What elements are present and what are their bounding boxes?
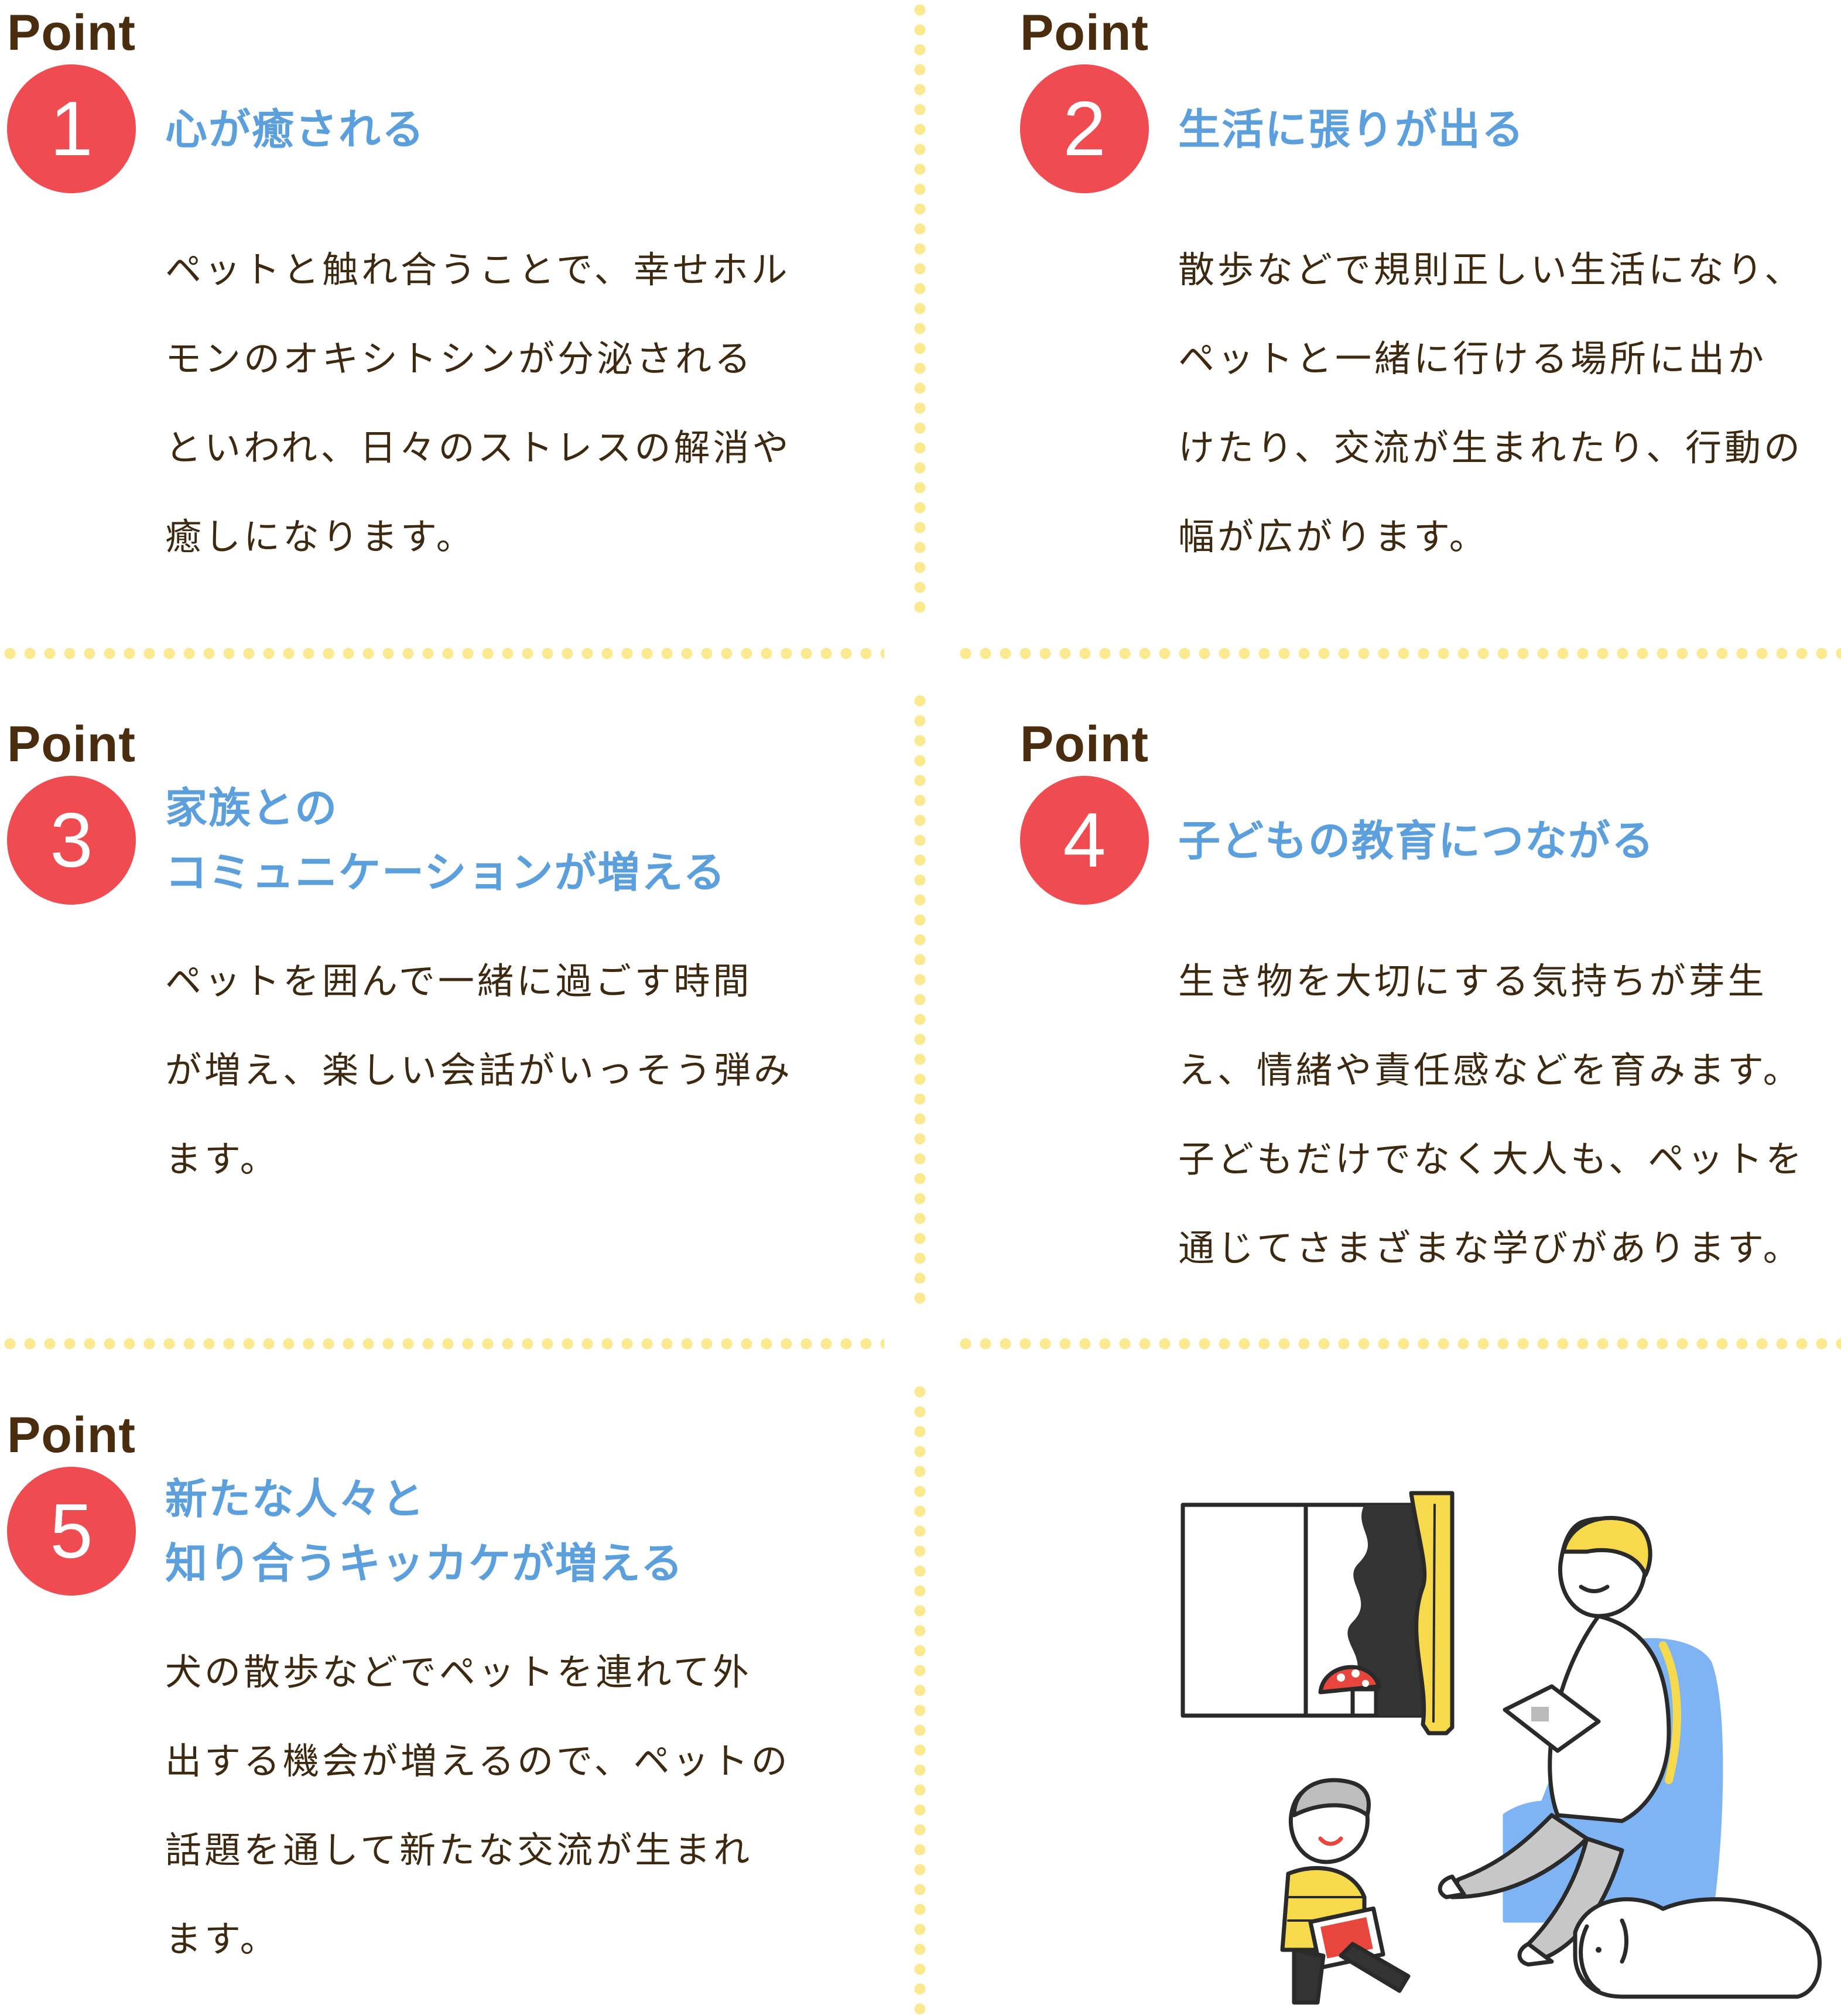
horizontal-divider-right-1 <box>956 647 1841 660</box>
point-title-line: 心が癒される <box>165 105 426 154</box>
point-label: Point <box>1020 5 1149 61</box>
point-title-line: 新たな人々と <box>165 1474 426 1524</box>
point-title-line: 生活に張りが出る <box>1178 105 1525 154</box>
point-body-line: ます。 <box>165 1918 279 1960</box>
adult-figure-icon <box>1438 1515 1681 1967</box>
point-body-line: といわれ、日々のストレスの解消や <box>165 426 792 469</box>
point-body: 犬の散歩などでペットを連れて外 出する機会が増えるので、ペットの 話題を通して新… <box>165 1628 885 1984</box>
point-body: 散歩などで規則正しい生活になり、 ペットと一緒に行ける場所に出か けたり、交流が… <box>1178 225 1841 581</box>
point-body-line: 犬の散歩などでペットを連れて外 <box>165 1651 752 1693</box>
point-body-line: 幅が広がります。 <box>1178 515 1488 558</box>
horizontal-divider-right-2 <box>956 1337 1841 1350</box>
point-body: 生き物を大切にする気持ちが芽生 え、情緒や責任感などを育みます。 子どもだけでな… <box>1178 937 1841 1293</box>
vertical-divider-top <box>913 0 926 621</box>
horizontal-divider-left-1 <box>0 647 884 660</box>
family-with-dog-illustration <box>1180 1491 1822 2005</box>
point-title-line: 知り合うキッカケが増える <box>165 1539 684 1588</box>
point-title-line: 家族との <box>165 783 338 833</box>
point-label: Point <box>7 5 136 61</box>
horizontal-divider-left-2 <box>0 1337 884 1350</box>
point-number-badge: 2 <box>1020 64 1149 193</box>
point-body-line: 通じてさまざまな学びがあります。 <box>1178 1227 1802 1269</box>
point-body-line: 生き物を大切にする気持ちが芽生 <box>1178 960 1767 1002</box>
window-icon <box>1180 1502 1431 1718</box>
point-title-line: 子どもの教育につながる <box>1178 816 1655 865</box>
point-number-badge: 4 <box>1020 776 1149 905</box>
dog-icon <box>1573 1897 1822 1999</box>
point-number-badge: 5 <box>7 1467 136 1596</box>
point-body-line: え、情緒や責任感などを育みます。 <box>1178 1049 1802 1091</box>
point-title: 心が癒される <box>165 97 425 162</box>
point-number-badge: 3 <box>7 776 136 905</box>
point-number-badge: 1 <box>7 64 136 193</box>
point-body-line: 癒しになります。 <box>165 515 475 558</box>
point-title: 生活に張りが出る <box>1178 97 1525 162</box>
point-title: 家族との コミュニケーションが増える <box>165 776 726 905</box>
point-body-line: ペットを囲んで一緒に過ごす時間 <box>165 960 752 1002</box>
mushroom-lamp-icon <box>1318 1665 1381 1718</box>
point-body-line: が増え、楽しい会話がいっそう弾み <box>165 1049 793 1091</box>
point-body-line: 子どもだけでなく大人も、ペットを <box>1178 1138 1805 1180</box>
point-body-line: 出する機会が増えるので、ペットの <box>165 1740 791 1782</box>
vertical-divider-middle <box>913 691 926 1312</box>
point-title: 新たな人々と 知り合うキッカケが増える <box>165 1467 684 1596</box>
point-body-line: ペットと触れ合うことで、幸せホル <box>165 248 791 291</box>
point-body-line: 散歩などで規則正しい生活になり、 <box>1178 248 1804 291</box>
curtain-icon <box>1409 1491 1455 1736</box>
point-body: ペットを囲んで一緒に過ごす時間 が増え、楽しい会話がいっそう弾み ます。 <box>165 937 885 1204</box>
child-figure-icon <box>1280 1778 1411 2005</box>
point-body-line: ます。 <box>165 1138 279 1180</box>
point-body-line: モンのオキシトシンが分泌される <box>165 337 754 380</box>
point-body-line: ペットと一緒に行ける場所に出か <box>1178 337 1767 380</box>
point-label: Point <box>7 1407 136 1463</box>
point-title: 子どもの教育につながる <box>1178 809 1655 873</box>
vertical-divider-bottom <box>913 1382 926 2016</box>
point-title-line: コミュニケーションが増える <box>165 848 727 897</box>
point-label: Point <box>1020 716 1149 772</box>
point-body-line: 話題を通して新たな交流が生まれ <box>165 1829 753 1871</box>
point-body: ペットと触れ合うことで、幸せホル モンのオキシトシンが分泌される といわれ、日々… <box>165 225 885 581</box>
point-body-line: けたり、交流が生まれたり、行動の <box>1178 426 1804 469</box>
point-label: Point <box>7 716 136 772</box>
